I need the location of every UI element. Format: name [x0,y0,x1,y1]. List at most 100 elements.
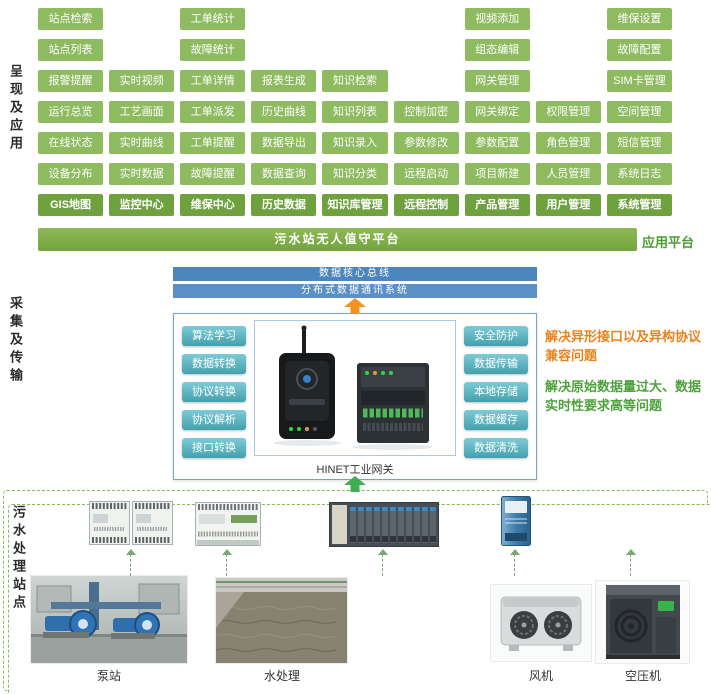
note-interface-compatibility: 解决异形接口以及异构协议兼容问题 [545,329,702,363]
app-grid-column: 实时视频工艺画面实时曲线实时数据监控中心 [109,8,175,216]
gateway-photo [254,320,456,456]
gateway-box: 算法学习数据转换协议转换协议解析接口转换 [173,313,537,480]
orange-up-arrow-icon [344,298,366,314]
gateway-function-box: 数据传输 [464,354,528,374]
app-function-box: 项目新建 [464,163,530,185]
app-function-box: 历史曲线 [251,101,317,123]
app-function-box: 维保设置 [606,8,672,30]
app-function-box: 站点检索 [38,8,104,30]
app-function-box: 工单统计 [180,8,246,30]
controller-unit-image [497,495,535,547]
gateway-function-box: 数据缓存 [464,410,528,430]
app-function-box: 运行总览 [38,101,104,123]
connector-up-arrow-icon [509,549,521,576]
app-function-box: 数据导出 [251,132,317,154]
gateway-left-functions: 算法学习数据转换协议转换协议解析接口转换 [182,326,246,458]
app-function-box: 实时视频 [109,70,175,92]
app-module-header-box: 监控中心 [109,194,175,216]
app-grid-column: 报表生成历史曲线数据导出数据查询历史数据 [251,8,317,216]
app-function-box: 故障统计 [180,39,246,61]
app-function-box: 工单详情 [180,70,246,92]
app-function-box: 参数配置 [464,132,530,154]
equipment-label-air-compressor: 空压机 [624,669,661,683]
app-function-box: 工单派发 [180,101,246,123]
app-module-header-box: 产品管理 [464,194,530,216]
section-label-collection: 采集及传输 [8,296,23,386]
distributed-comm-bar: 分布式数据通讯系统 [173,284,537,298]
app-function-box: 权限管理 [535,101,601,123]
app-module-header-box: 知识库管理 [322,194,388,216]
rack-plc-image [329,499,439,549]
gateway-right-functions: 安全防护数据传输本地存储数据缓存数据清洗 [464,326,528,458]
app-grid-column: 站点检索站点列表报警提醒运行总览在线状态设备分布 GIS地图 [38,8,104,216]
app-module-header-box: 用户管理 [535,194,601,216]
water-treatment-photo [216,578,347,663]
app-grid-column: 权限管理角色管理人员管理用户管理 [535,8,601,216]
app-function-box: 参数修改 [393,132,459,154]
app-grid-column: 知识检索知识列表知识录入知识分类知识库管理 [322,8,388,216]
app-function-box: 设备分布 [38,163,104,185]
app-function-box: 知识分类 [322,163,388,185]
equipment-label-water-treatment: 水处理 [263,669,300,683]
app-function-box: 在线状态 [38,132,104,154]
gateway-function-box: 数据清洗 [464,438,528,458]
connector-up-arrow-icon [625,549,637,576]
gateway-function-box: 数据转换 [182,354,246,374]
app-module-header-box: GIS地图 [38,194,104,216]
green-up-arrow-icon [344,476,366,492]
app-function-grid: 站点检索站点列表报警提醒运行总览在线状态设备分布 GIS地图 实时视频工艺画面实时曲… [38,8,672,216]
app-function-box: 角色管理 [535,132,601,154]
app-function-box: 人员管理 [535,163,601,185]
app-grid-column: 视频添加组态编辑网关管理网关绑定参数配置项目新建产品管理 [464,8,530,216]
plc-modules-image [89,499,173,547]
app-grid-column: 工单统计故障统计工单详情工单派发工单提醒故障提醒维保中心 [180,8,246,216]
platform-bar: 污水站无人值守平台 [38,228,637,251]
gateway-function-box: 本地存储 [464,382,528,402]
app-function-box: 短信管理 [606,132,672,154]
station-section: 污水处理站点 [3,490,711,694]
air-compressor-photo [596,581,689,663]
gateway-function-box: 算法学习 [182,326,246,346]
app-function-box: 网关管理 [464,70,530,92]
connector-up-arrow-icon [125,549,137,576]
app-function-box: 报警提醒 [38,70,104,92]
solution-notes: 解决异形接口以及异构协议兼容问题 解决原始数据量过大、数据实时性要求高等问题 [545,327,709,427]
app-function-box: 知识录入 [322,132,388,154]
gateway-label: HINET工业网关 [316,464,394,476]
platform-caption: 应用平台 [642,235,695,250]
gateway-function-box: 安全防护 [464,326,528,346]
app-function-box: 知识列表 [322,101,388,123]
app-function-box: 故障提醒 [180,163,246,185]
note-data-volume: 解决原始数据量过大、数据实时性要求高等问题 [545,379,702,413]
equipment-label-pump-station: 泵站 [96,669,121,683]
gateway-function-box: 协议解析 [182,410,246,430]
app-grid-column: 控制加密参数修改远程启动远程控制 [393,8,459,216]
app-function-box: 工单提醒 [180,132,246,154]
data-core-bus-bar: 数据核心总线 [173,267,537,281]
compact-plc-image [195,501,261,547]
app-function-box: 知识检索 [322,70,388,92]
gateway-function-box: 协议转换 [182,382,246,402]
connector-up-arrow-icon [221,549,233,576]
app-module-header-box: 系统管理 [606,194,672,216]
app-module-header-box: 维保中心 [180,194,246,216]
app-function-box: 控制加密 [393,101,459,123]
app-function-box: SIM卡管理 [606,70,672,92]
fan-photo [491,585,591,661]
app-function-box: 数据查询 [251,163,317,185]
app-function-box: 网关绑定 [464,101,530,123]
app-function-box: 实时曲线 [109,132,175,154]
app-module-header-box: 历史数据 [251,194,317,216]
app-function-box: 故障配置 [606,39,672,61]
app-function-box: 视频添加 [464,8,530,30]
app-function-box: 站点列表 [38,39,104,61]
section-label-presentation: 呈现及应用 [8,64,23,154]
app-function-box: 工艺画面 [109,101,175,123]
equipment-label-fan: 风机 [528,669,553,683]
pump-station-photo [31,576,187,663]
connector-up-arrow-icon [377,549,389,576]
gateway-function-box: 接口转换 [182,438,246,458]
app-function-box: 空间管理 [606,101,672,123]
